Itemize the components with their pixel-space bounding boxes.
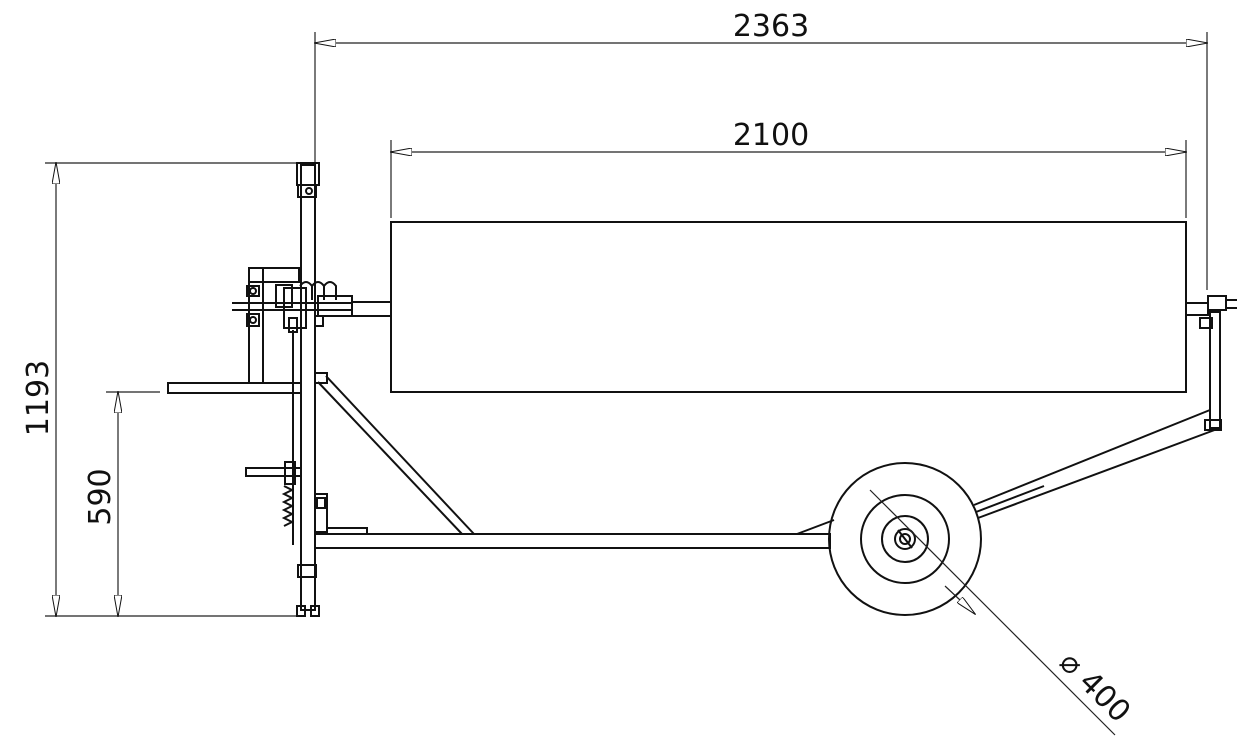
wheel: [828, 462, 982, 616]
dim-label-overall-height: 1193: [21, 360, 56, 436]
dimension-drum-length: 2100: [391, 118, 1186, 218]
dim-label-overall-length: 2363: [733, 9, 809, 44]
base-beam: [314, 519, 835, 549]
upper-frame: [232, 267, 353, 384]
drum: [351, 221, 1209, 393]
dimension-mount-height: 590: [83, 392, 160, 616]
dim-label-drum-length: 2100: [733, 118, 809, 153]
dim-label-mount-height: 590: [83, 468, 118, 525]
dimension-wheel-diameter: ⌀ 400: [869, 489, 1137, 736]
dimension-overall-height: 1193: [21, 163, 305, 616]
rear-arm: [973, 409, 1222, 519]
platform: [167, 372, 328, 394]
lower-drive: [245, 330, 368, 545]
dim-label-wheel-diameter: ⌀ 400: [1052, 645, 1137, 730]
diagonal-strut: [317, 375, 475, 535]
dimension-overall-length: 2363: [315, 9, 1207, 290]
right-bracket: [1199, 295, 1237, 429]
